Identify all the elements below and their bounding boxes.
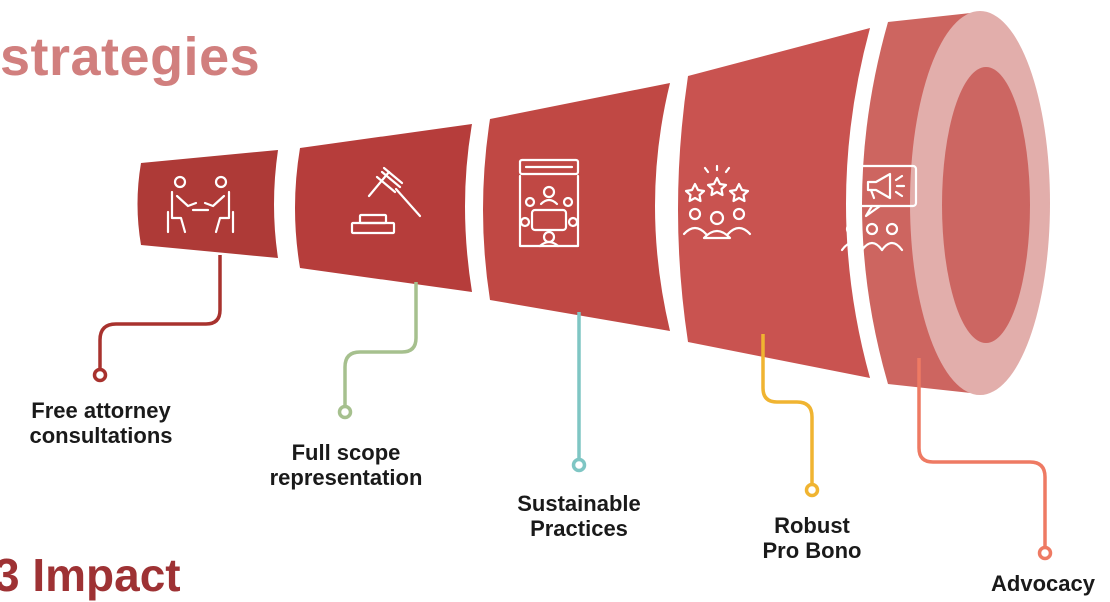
label-sustainable-practices: Sustainable Practices <box>517 491 641 541</box>
connector-dot-2 <box>337 404 353 420</box>
label-free-attorney-consultations: Free attorney consultations <box>29 398 173 448</box>
impact-heading: 3 Impact <box>0 549 181 601</box>
strategies-heading: strategies <box>0 27 261 87</box>
rated-team-icon <box>682 164 752 240</box>
connector-line-4 <box>761 334 814 486</box>
label-advocacy: Advocacy <box>991 571 1095 596</box>
connector-dot-1 <box>92 367 108 383</box>
connector-dot-5 <box>1037 545 1053 561</box>
gavel-icon <box>350 166 422 235</box>
megaphone-audience-icon <box>840 164 918 252</box>
connector-dot-3 <box>571 457 587 473</box>
connector-line-5 <box>917 358 1047 548</box>
label-full-scope-representation: Full scope representation <box>269 440 423 490</box>
label-robust-pro-bono: Robust Pro Bono <box>762 513 862 563</box>
funnel-segment-4 <box>678 28 870 378</box>
consultation-icon <box>166 175 235 234</box>
funnel-segment-2 <box>295 124 472 292</box>
connector-dot-4 <box>804 482 820 498</box>
meeting-table-icon <box>518 158 580 248</box>
connector-line-2 <box>343 282 418 408</box>
funnel-segment-3 <box>483 83 670 331</box>
funnel-opening <box>942 67 1030 343</box>
connector-line-1 <box>98 255 222 372</box>
